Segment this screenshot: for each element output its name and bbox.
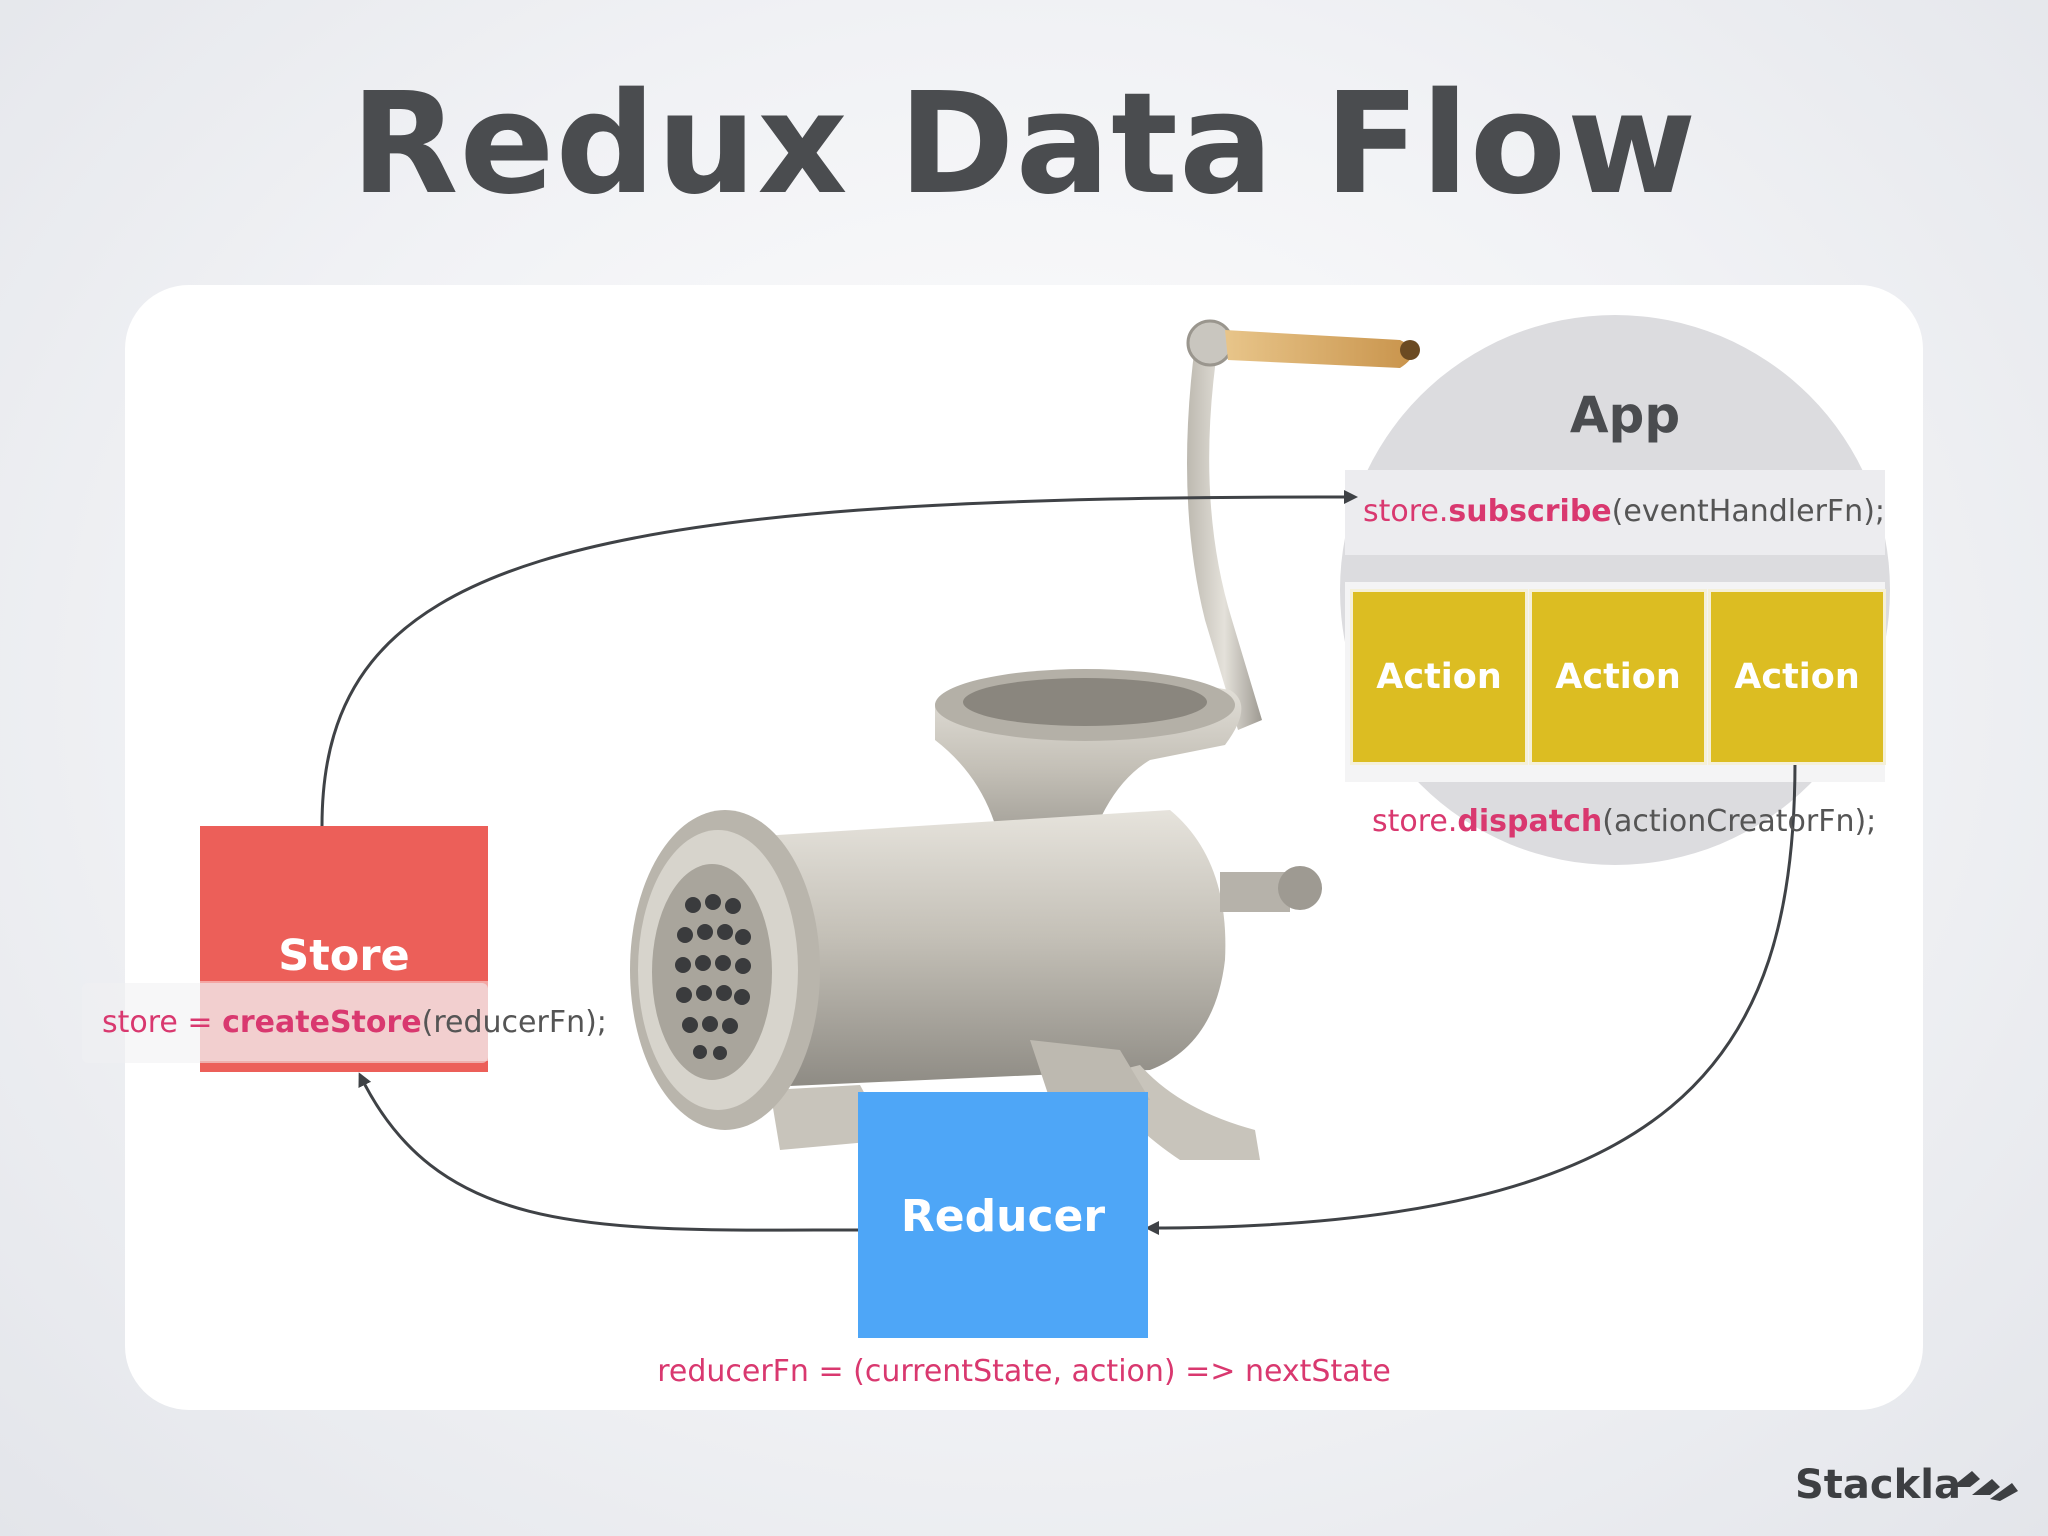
arrow-app-to-reducer: [1145, 761, 1797, 1235]
create-store-code: store = createStore(reducerFn);: [102, 1003, 607, 1043]
app-title: App: [1569, 386, 1681, 444]
action-box: Action: [1711, 592, 1883, 762]
subscribe-fn: subscribe: [1448, 494, 1612, 529]
create-store-args: (reducerFn);: [421, 1005, 607, 1040]
subscribe-code: store.subscribe(eventHandlerFn);: [1363, 492, 1885, 532]
stackla-logo-icon: [1952, 1471, 2018, 1501]
dispatch-fn: dispatch: [1457, 804, 1603, 839]
dispatch-args: (actionCreatorFn);: [1602, 804, 1877, 839]
subscribe-prefix: store.: [1363, 494, 1449, 529]
arrow-store-to-app: [320, 489, 1358, 827]
action-box: Action: [1353, 592, 1525, 762]
subscribe-args: (eventHandlerFn);: [1611, 494, 1886, 529]
action-box: Action: [1532, 592, 1704, 762]
store-label: Store: [278, 931, 410, 981]
arrow-reducer-to-store: [358, 1072, 859, 1232]
slide-title: Redux Data Flow: [350, 63, 1698, 226]
create-store-fn: createStore: [222, 1005, 422, 1040]
reducer-box: Reducer: [858, 1092, 1148, 1338]
create-store-prefix: store =: [102, 1005, 223, 1040]
dispatch-prefix: store.: [1372, 804, 1458, 839]
store-code-background: [82, 983, 488, 1063]
reducer-label: Reducer: [900, 1191, 1106, 1242]
reducer-code: reducerFn = (currentState, action) => ne…: [657, 1354, 1391, 1389]
meat-grinder-image: [630, 319, 1420, 1160]
dispatch-code: store.dispatch(actionCreatorFn);: [1372, 802, 1876, 842]
stackla-logo-text: Stackla: [1795, 1462, 1961, 1508]
